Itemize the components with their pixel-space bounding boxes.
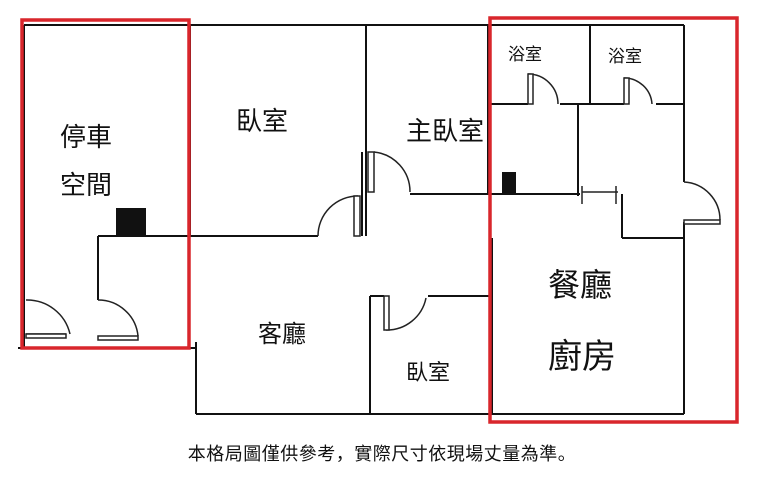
walls <box>18 24 685 415</box>
label-bedroom-bottom: 臥室 <box>406 361 450 386</box>
label-parking-line1: 停車 <box>60 123 112 153</box>
label-bedroom-top: 臥室 <box>236 107 288 137</box>
doors <box>25 73 721 341</box>
label-kitchen: 廚房 <box>548 337 616 377</box>
label-bath-left: 浴室 <box>508 45 542 65</box>
label-dining: 餐廳 <box>548 266 612 304</box>
label-living-room: 客廳 <box>258 320 306 348</box>
column-right <box>502 172 516 194</box>
disclaimer-caption: 本格局圖僅供參考，實際尺寸依現場丈量為準。 <box>187 444 577 465</box>
highlight-boxes <box>20 16 739 424</box>
highlight-parking <box>20 18 191 350</box>
label-parking-line2: 空間 <box>60 171 112 201</box>
column-left <box>116 208 146 236</box>
highlight-dining-kitchen <box>488 16 739 424</box>
label-bath-right: 浴室 <box>608 47 642 67</box>
columns <box>116 172 516 236</box>
label-master-bedroom: 主臥室 <box>406 117 484 147</box>
